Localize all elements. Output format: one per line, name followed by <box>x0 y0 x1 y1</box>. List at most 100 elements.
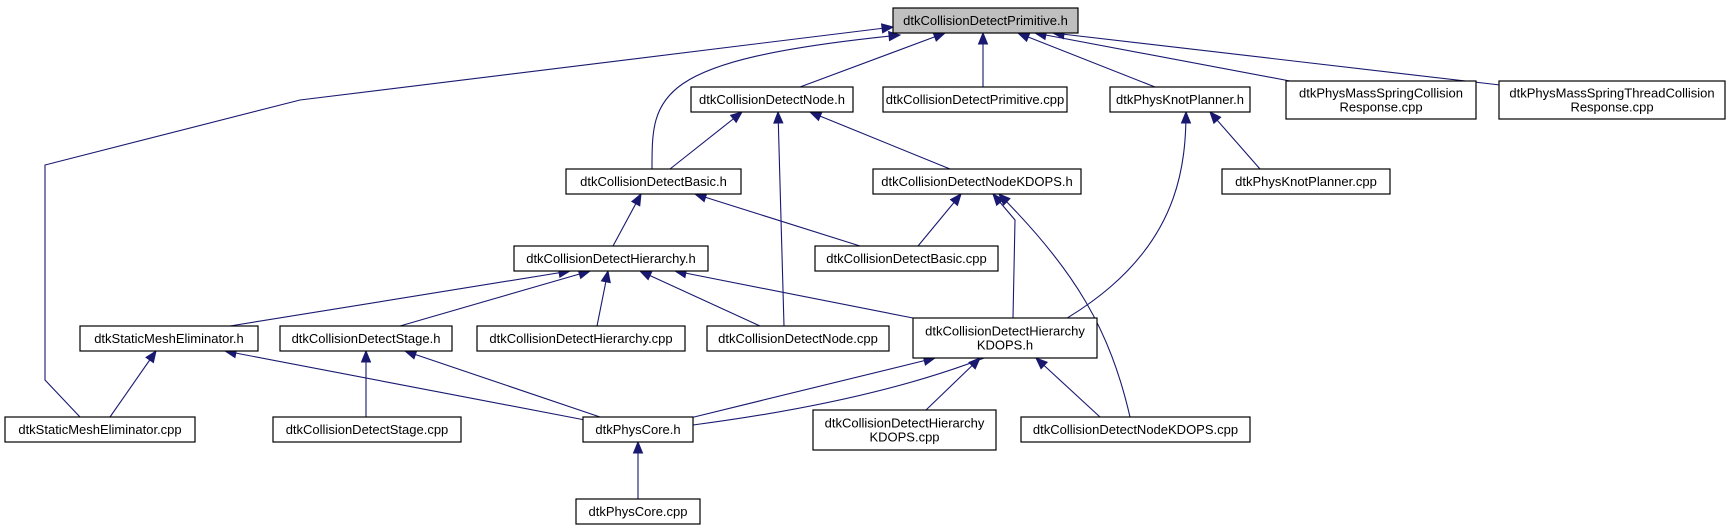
node-label: dtkCollisionDetectNodeKDOPS.cpp <box>1033 422 1238 437</box>
node-n17[interactable]: dtkStaticMeshEliminator.cpp <box>4 416 196 443</box>
node-n4[interactable]: dtkPhysKnotPlanner.h <box>1109 86 1251 113</box>
node-label: dtkStaticMeshEliminator.h <box>94 331 244 346</box>
node-label: dtkCollisionDetectNodeKDOPS.h <box>881 174 1072 189</box>
node-label: KDOPS.h <box>977 338 1033 353</box>
node-n3[interactable]: dtkCollisionDetectPrimitive.cpp <box>882 86 1068 113</box>
node-box <box>814 245 999 272</box>
node-box <box>706 325 890 352</box>
arrowhead-icon <box>932 32 947 42</box>
edge-n19-to-n4 <box>692 110 1192 426</box>
arrowhead-icon <box>992 192 1005 207</box>
node-n2[interactable]: dtkCollisionDetectNode.h <box>690 86 854 113</box>
node-label: dtkStaticMeshEliminator.cpp <box>18 422 181 437</box>
node-box <box>812 409 997 451</box>
arrowhead-icon <box>360 349 372 363</box>
node-box <box>1498 80 1726 120</box>
edge-line <box>674 270 914 319</box>
node-n6[interactable]: dtkPhysMassSpringThreadCollisionResponse… <box>1498 80 1726 120</box>
edge-line <box>1035 357 1101 418</box>
node-box <box>476 325 686 352</box>
node-label: dtkPhysKnotPlanner.cpp <box>1235 174 1377 189</box>
node-label: dtkPhysMassSpringThreadCollision <box>1509 86 1714 101</box>
node-label: dtkCollisionDetectNode.h <box>699 92 845 107</box>
edge-line <box>1209 111 1261 170</box>
node-box <box>690 86 854 113</box>
arrowhead-icon <box>773 110 784 124</box>
arrowhead-icon <box>1016 32 1031 43</box>
node-box <box>4 416 196 443</box>
node-n10[interactable]: dtkCollisionDetectHierarchy.h <box>513 245 709 272</box>
node-n8[interactable]: dtkCollisionDetectNodeKDOPS.h <box>872 168 1082 195</box>
node-n14[interactable]: dtkCollisionDetectHierarchy.cpp <box>476 325 686 352</box>
node-box <box>513 245 709 272</box>
arrowhead-icon <box>638 270 653 281</box>
node-box <box>1109 86 1251 113</box>
node-label: Response.cpp <box>1570 100 1653 115</box>
arrowhead-icon <box>600 269 611 284</box>
node-n21[interactable]: dtkCollisionDetectNodeKDOPS.cpp <box>1020 416 1251 443</box>
edge-n3-to-n1 <box>977 31 989 87</box>
edge-n4-to-n1 <box>1016 32 1156 88</box>
edge-line <box>694 193 861 247</box>
node-n18[interactable]: dtkCollisionDetectStage.cpp <box>272 416 462 443</box>
edge-line <box>44 26 894 418</box>
node-n7[interactable]: dtkCollisionDetectBasic.h <box>565 168 742 195</box>
node-box <box>79 325 259 352</box>
node-box <box>279 325 453 352</box>
edge-n21-to-n16 <box>1035 357 1101 418</box>
node-n15[interactable]: dtkCollisionDetectNode.cpp <box>706 325 890 352</box>
edge-n11-to-n7 <box>693 192 861 247</box>
edge-n13-to-n10 <box>399 269 592 327</box>
edge-line <box>404 350 601 418</box>
edge-n16-to-n8 <box>992 192 1016 319</box>
edge-n15-to-n10 <box>638 270 761 327</box>
node-box <box>1285 80 1477 120</box>
arrowhead-icon <box>729 111 744 124</box>
node-n22[interactable]: dtkPhysCore.cpp <box>575 498 701 525</box>
node-label: dtkCollisionDetectHierarchy.cpp <box>489 331 672 346</box>
edge-line <box>799 32 946 88</box>
node-label: dtkCollisionDetectStage.cpp <box>286 422 449 437</box>
arrowhead-icon <box>808 111 823 122</box>
node-n13[interactable]: dtkCollisionDetectStage.h <box>279 325 453 352</box>
edge-line <box>689 357 936 419</box>
edge-n22-to-n19 <box>632 440 644 499</box>
node-label: dtkPhysCore.h <box>595 422 680 437</box>
edge-n17-to-n1 <box>44 23 895 418</box>
node-n1: dtkCollisionDetectPrimitive.h <box>892 7 1079 34</box>
node-label: dtkPhysMassSpringCollision <box>1299 86 1463 101</box>
edge-n9-to-n4 <box>1209 111 1261 170</box>
node-label: dtkCollisionDetectNode.cpp <box>718 331 878 346</box>
node-box <box>1020 416 1251 443</box>
arrowhead-icon <box>145 349 157 364</box>
node-box <box>582 416 694 443</box>
node-label: dtkCollisionDetectPrimitive.h <box>903 13 1068 28</box>
edge-line <box>998 193 1131 418</box>
node-n11[interactable]: dtkCollisionDetectBasic.cpp <box>814 245 999 272</box>
node-n9[interactable]: dtkPhysKnotPlanner.cpp <box>1221 168 1391 195</box>
edge-n12-to-n10 <box>229 267 572 327</box>
root-node-box <box>892 7 1079 34</box>
edge-n11-to-n8 <box>917 192 962 247</box>
edge-n17-to-n12 <box>109 349 157 418</box>
edge-line <box>651 34 901 170</box>
node-label: dtkCollisionDetectHierarchy.h <box>526 251 696 266</box>
edge-line <box>224 350 586 421</box>
edge-line <box>809 111 951 170</box>
edge-line <box>229 270 571 327</box>
edge-line <box>1052 32 1501 86</box>
node-box <box>912 317 1098 359</box>
arrowhead-icon <box>998 193 1011 206</box>
arrowhead-icon <box>1035 357 1049 370</box>
edge-line <box>1017 32 1156 88</box>
node-box <box>872 168 1082 195</box>
node-n12[interactable]: dtkStaticMeshEliminator.h <box>79 325 259 352</box>
node-n19[interactable]: dtkPhysCore.h <box>582 416 694 443</box>
edge-n8-to-n2 <box>808 111 951 170</box>
edge-n15-to-n2 <box>773 110 785 327</box>
node-label: dtkPhysCore.cpp <box>589 504 688 519</box>
